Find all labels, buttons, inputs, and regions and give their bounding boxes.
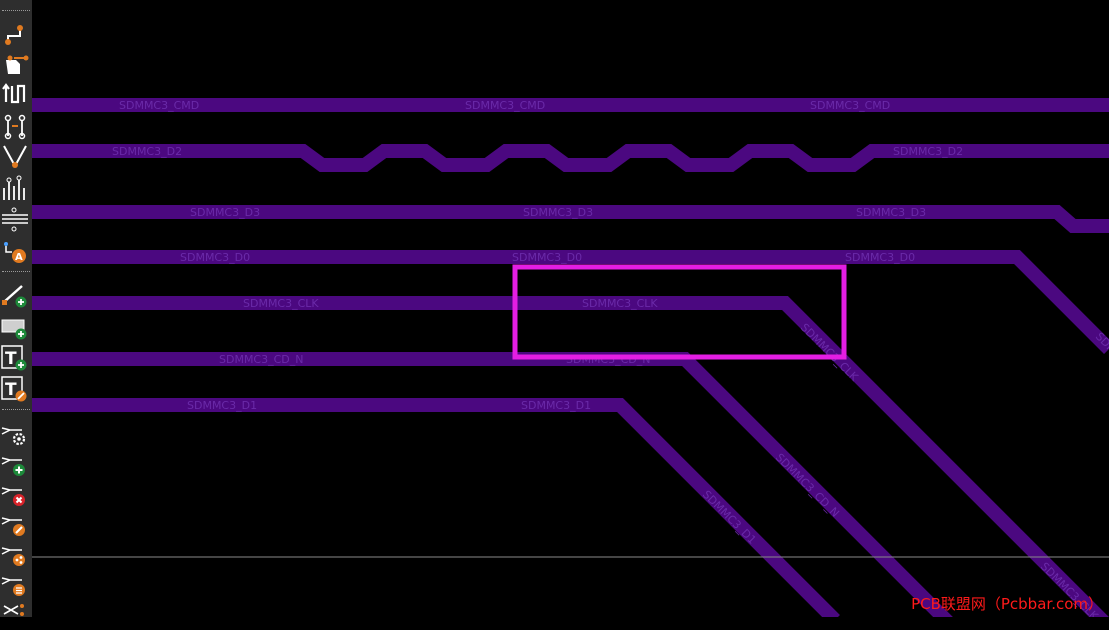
add-zone-icon[interactable] bbox=[0, 314, 32, 342]
highlight-box bbox=[512, 264, 847, 360]
interactive-drag-icon[interactable] bbox=[0, 52, 32, 80]
net-label: SDMMC3_CD_N bbox=[773, 451, 842, 520]
net-label: SDMMC3_CMD bbox=[465, 99, 545, 112]
add-track-icon[interactable] bbox=[0, 282, 32, 310]
trace-sdmmc3-clk[interactable] bbox=[32, 296, 1109, 617]
net-label: SDMMC3_CLK bbox=[798, 321, 861, 384]
layer-stack-icon[interactable] bbox=[0, 205, 32, 233]
scissors-icon[interactable] bbox=[0, 602, 32, 630]
toolbar-separator bbox=[2, 409, 30, 410]
autoroute-icon[interactable]: A bbox=[0, 238, 32, 266]
delete-net-icon[interactable] bbox=[0, 482, 32, 510]
net-settings-icon[interactable] bbox=[0, 422, 32, 450]
net-label: SDMMC3_D3 bbox=[190, 206, 260, 219]
net-label: SDMMC3_D0 bbox=[180, 251, 250, 264]
add-net-icon[interactable] bbox=[0, 452, 32, 480]
net-label: SDMMC3_CMD bbox=[810, 99, 890, 112]
trace-sdmmc3-d1[interactable] bbox=[32, 398, 840, 617]
watermark-text: PCB联盟网（Pcbbar.com） bbox=[911, 595, 1103, 613]
tune-length-icon[interactable] bbox=[0, 80, 32, 108]
toolbar-separator bbox=[2, 271, 30, 272]
edit-text-icon[interactable]: T bbox=[0, 375, 32, 403]
toolbar-separator bbox=[2, 10, 30, 11]
net-label: SDMMC3_D0 bbox=[512, 251, 582, 264]
net-label: SDMMC3_D2 bbox=[112, 145, 182, 158]
net-label: SDMMC3_D2 bbox=[893, 145, 963, 158]
trace-sdmmc3-d0[interactable] bbox=[32, 250, 1109, 354]
edit-net-icon[interactable] bbox=[0, 512, 32, 540]
fanout-icon[interactable] bbox=[0, 174, 32, 202]
net-share-icon[interactable] bbox=[0, 542, 32, 570]
net-label: SDMMC3_CLK bbox=[243, 297, 319, 310]
net-label: SDMMC3_D1 bbox=[187, 399, 257, 412]
net-label: SDMMC3_D1 bbox=[700, 488, 759, 547]
svg-text:A: A bbox=[15, 252, 23, 263]
trace-sdmmc3-d2[interactable] bbox=[32, 144, 1109, 172]
svg-text:T: T bbox=[5, 380, 17, 400]
route-v-icon[interactable] bbox=[0, 142, 32, 170]
net-label: SDMMC3_D0 bbox=[1093, 330, 1109, 389]
net-label: SDMMC3_D3 bbox=[523, 206, 593, 219]
net-list-icon[interactable] bbox=[0, 572, 32, 600]
net-label: SDMMC3_D1 bbox=[521, 399, 591, 412]
add-text-icon[interactable]: T bbox=[0, 344, 32, 372]
net-label: SDMMC3_D0 bbox=[845, 251, 915, 264]
left-toolbar: A T T bbox=[0, 0, 32, 617]
net-label: SDMMC3_D3 bbox=[856, 206, 926, 219]
net-label: SDMMC3_CLK bbox=[582, 297, 658, 310]
differential-pair-icon[interactable] bbox=[0, 112, 32, 140]
net-label: SDMMC3_CD_N bbox=[219, 353, 304, 366]
svg-text:T: T bbox=[5, 349, 17, 369]
net-label: SDMMC3_CMD bbox=[119, 99, 199, 112]
pcb-canvas[interactable]: SDMMC3_CMD SDMMC3_CMD SDMMC3_CMD SDMMC3_… bbox=[32, 0, 1109, 617]
route-single-track-icon[interactable] bbox=[0, 20, 32, 48]
trace-sdmmc3-d3[interactable] bbox=[32, 205, 1109, 233]
